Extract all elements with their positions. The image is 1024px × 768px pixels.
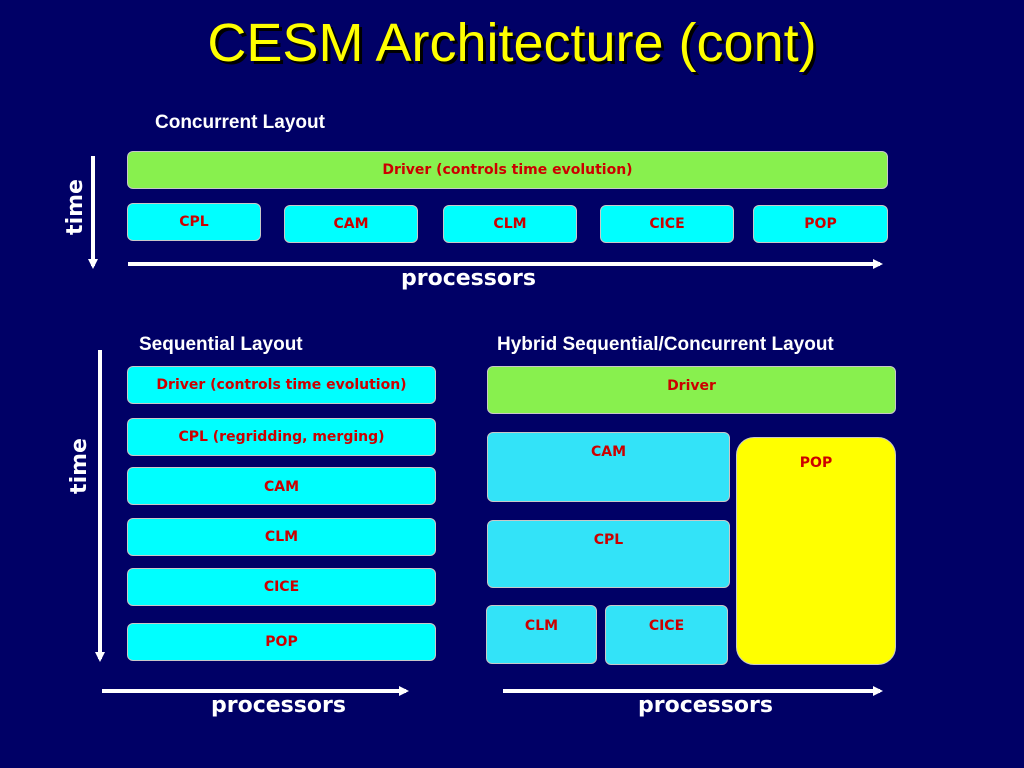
concurrent-time-label: time xyxy=(63,179,88,235)
sequential-cam-box: CAM xyxy=(127,467,436,505)
hybrid-pop-box: POP xyxy=(736,437,896,665)
sequential-pop-box: POP xyxy=(127,623,436,661)
concurrent-pop-box: POP xyxy=(753,205,888,243)
concurrent-driver-box: Driver (controls time evolution) xyxy=(127,151,888,189)
hybrid-clm-box: CLM xyxy=(486,605,597,664)
hybrid-cice-box: CICE xyxy=(605,605,728,665)
hybrid-cpl-box: CPL xyxy=(487,520,730,588)
concurrent-cice-box: CICE xyxy=(600,205,734,243)
hybrid-layout-label: Hybrid Sequential/Concurrent Layout xyxy=(497,334,834,355)
concurrent-cpl-box: CPL xyxy=(127,203,261,241)
concurrent-clm-box: CLM xyxy=(443,205,577,243)
sequential-clm-box: CLM xyxy=(127,518,436,556)
sequential-processors-label: processors xyxy=(211,693,346,718)
hybrid-processors-label: processors xyxy=(638,693,773,718)
hybrid-cam-box: CAM xyxy=(487,432,730,502)
concurrent-layout-label: Concurrent Layout xyxy=(155,112,325,133)
hybrid-driver-box: Driver xyxy=(487,366,896,414)
sequential-time-label: time xyxy=(67,438,92,494)
sequential-cpl-box: CPL (regridding, merging) xyxy=(127,418,436,456)
concurrent-processors-label: processors xyxy=(401,266,536,291)
concurrent-cam-box: CAM xyxy=(284,205,418,243)
sequential-cice-box: CICE xyxy=(127,568,436,606)
sequential-layout-label: Sequential Layout xyxy=(139,334,303,355)
sequential-driver-box: Driver (controls time evolution) xyxy=(127,366,436,404)
slide-title: CESM Architecture (cont) xyxy=(207,13,817,73)
